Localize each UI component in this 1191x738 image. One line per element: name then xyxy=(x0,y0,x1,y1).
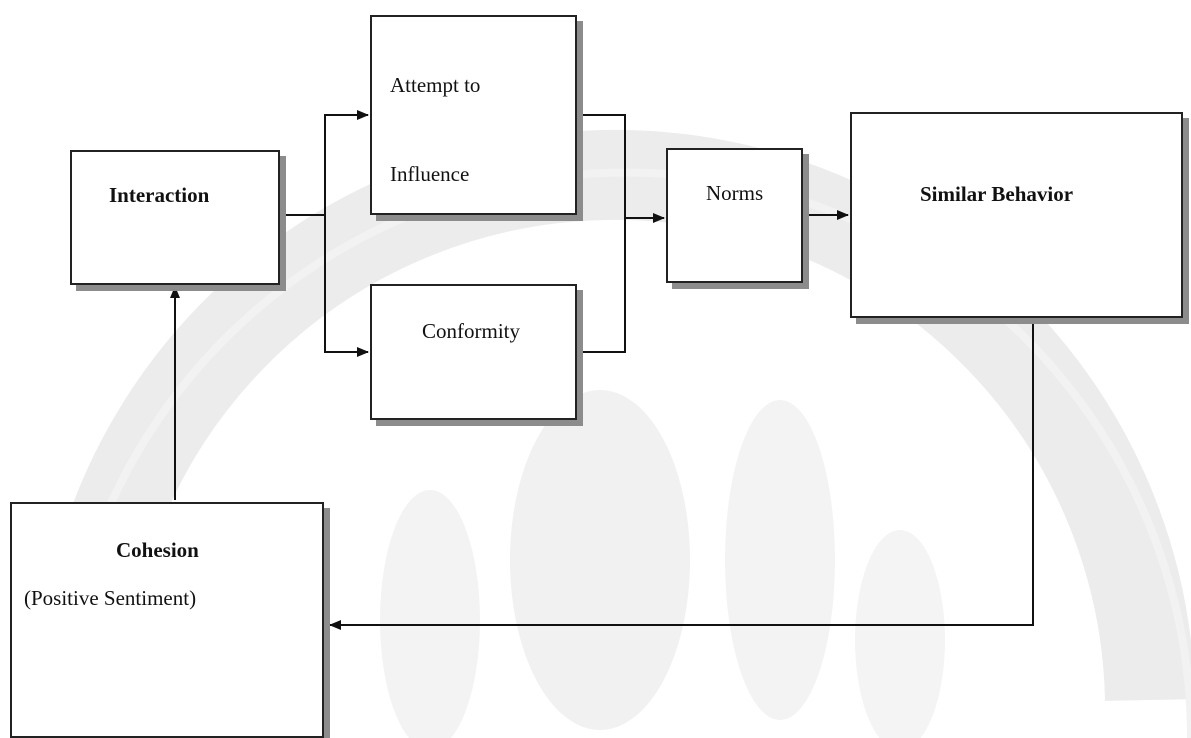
connector-attempt-merge xyxy=(577,114,626,218)
node-conformity: Conformity xyxy=(370,284,577,420)
connector-conformity-merge xyxy=(577,218,626,353)
attempt-label-line2: Influence xyxy=(390,162,470,186)
node-interaction: Interaction xyxy=(70,150,280,285)
similar-behavior-label: Similar Behavior xyxy=(920,182,1074,206)
node-norms: Norms xyxy=(666,148,803,283)
connector-to-conformity xyxy=(324,215,369,357)
cohesion-title: Cohesion xyxy=(116,538,199,562)
conformity-label: Conformity xyxy=(422,319,520,343)
norms-label: Norms xyxy=(706,181,764,205)
connector-to-attempt xyxy=(324,110,369,215)
cohesion-subtitle: (Positive Sentiment) xyxy=(24,586,197,610)
node-similar-behavior: Similar Behavior xyxy=(850,112,1183,318)
node-attempt-to-influence: Attempt to Influence xyxy=(370,15,577,215)
interaction-label: Interaction xyxy=(109,183,210,207)
connector-feedback xyxy=(329,318,1034,630)
node-cohesion: Cohesion (Positive Sentiment) xyxy=(10,502,324,738)
attempt-label-line1: Attempt to xyxy=(390,73,481,97)
